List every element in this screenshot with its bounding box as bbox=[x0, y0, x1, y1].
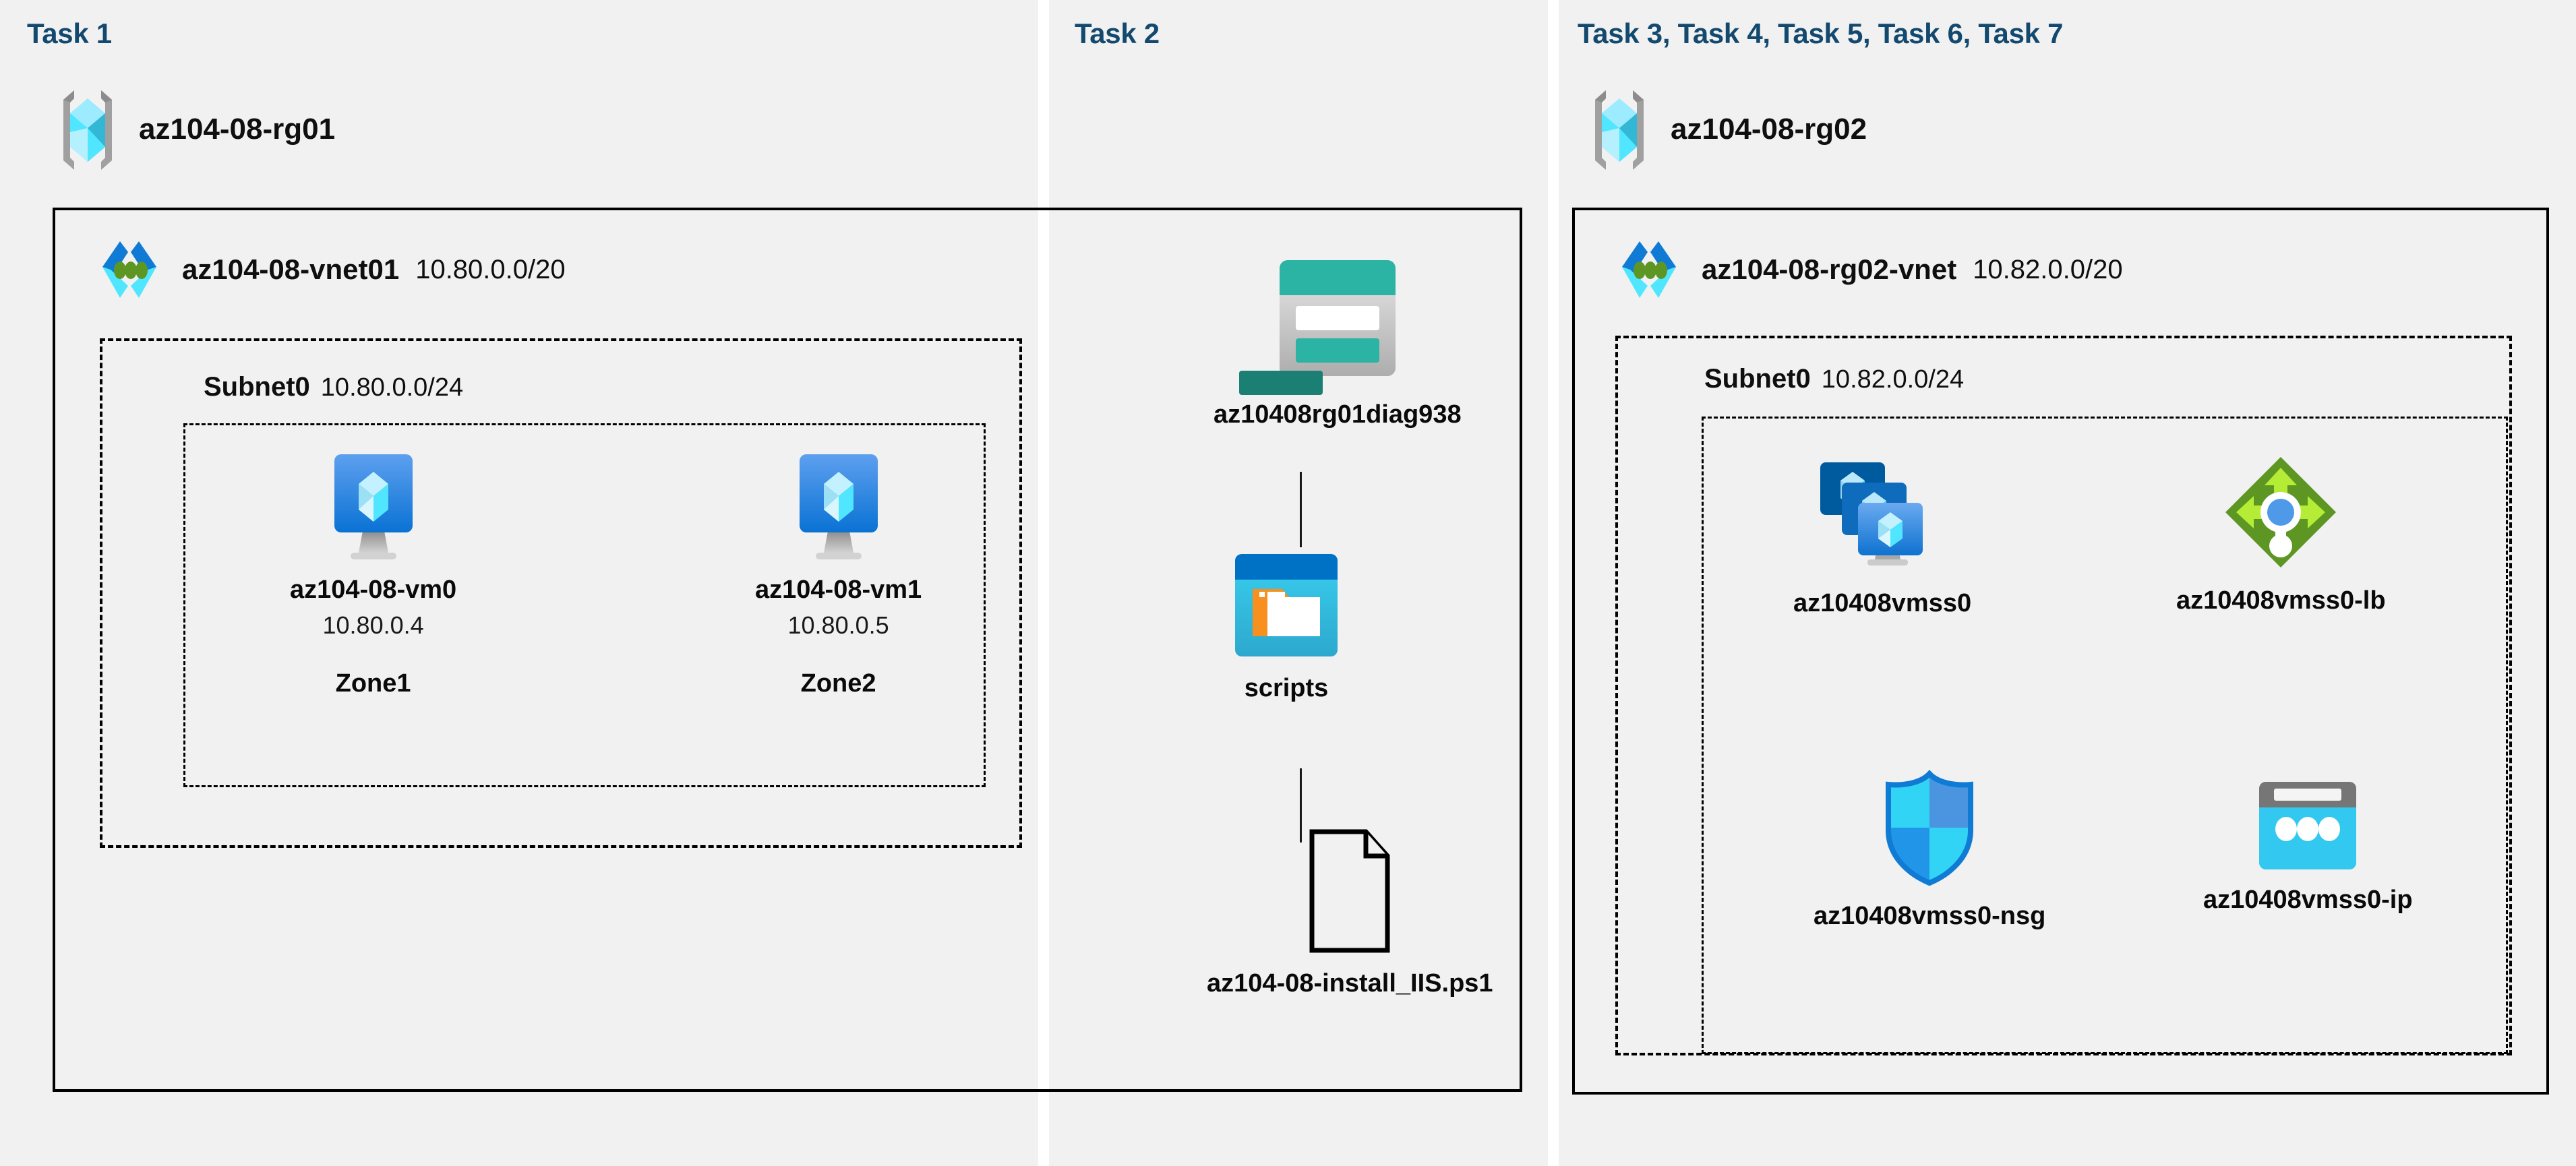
storage-dark-bar bbox=[1239, 371, 1323, 395]
public-ip-address-name: az10408vmss0-ip bbox=[2203, 886, 2413, 914]
resource-group-icon bbox=[54, 86, 121, 173]
vnet01-name: az104-08-vnet01 bbox=[182, 253, 400, 285]
subnet02-name: Subnet0 bbox=[1704, 364, 1811, 394]
vm0-zone: Zone1 bbox=[335, 669, 411, 698]
virtual-machine-icon bbox=[786, 452, 891, 561]
vm0-node: az104-08-vm0 10.80.0.4 Zone1 bbox=[290, 452, 456, 698]
vnet02-name: az104-08-rg02-vnet bbox=[1702, 253, 1957, 285]
vm0-ip: 10.80.0.4 bbox=[322, 611, 424, 639]
vm1-node: az104-08-vm1 10.80.0.5 Zone2 bbox=[755, 452, 922, 698]
vnet01-cidr: 10.80.0.0/20 bbox=[415, 254, 566, 284]
task3-heading: Task 3, Task 4, Task 5, Task 6, Task 7 bbox=[1578, 18, 2064, 49]
subnet01-boundary bbox=[100, 338, 1022, 848]
load-balancer-name: az10408vmss0-lb bbox=[2176, 586, 2386, 615]
resource-group-rg02: az104-08-rg02 bbox=[1586, 86, 1867, 173]
task1-heading: Task 1 bbox=[27, 18, 112, 49]
subnet01-header: Subnet0 10.80.0.0/24 bbox=[204, 372, 463, 402]
script-file-name: az104-08-install_IIS.ps1 bbox=[1207, 969, 1493, 998]
subnet02-header: Subnet0 10.82.0.0/24 bbox=[1704, 364, 1964, 394]
vm0-name: az104-08-vm0 bbox=[290, 576, 457, 604]
load-balancer-icon bbox=[2221, 453, 2340, 572]
subnet01-cidr: 10.80.0.0/24 bbox=[320, 373, 464, 402]
subnet02-cidr: 10.82.0.0/24 bbox=[1821, 365, 1965, 394]
virtual-machine-icon bbox=[321, 452, 426, 561]
network-security-group-node: az10408vmss0-nsg bbox=[1814, 768, 2045, 931]
task2-heading: Task 2 bbox=[1075, 18, 1160, 49]
subnet02-inner-boundary bbox=[1702, 417, 2508, 1054]
blob-container-node: scripts bbox=[1232, 551, 1340, 703]
vm-scale-set-name: az10408vmss0 bbox=[1793, 589, 1972, 617]
subnet01-name: Subnet0 bbox=[204, 372, 310, 402]
vm-scale-set-node: az10408vmss0 bbox=[1793, 453, 1971, 618]
public-ip-address-icon bbox=[2256, 780, 2359, 871]
vnet-icon bbox=[1613, 237, 1685, 302]
task1-panel bbox=[0, 0, 1038, 1166]
vm1-name: az104-08-vm1 bbox=[755, 576, 922, 604]
vnet01-boundary bbox=[53, 208, 1522, 1092]
storage-account-name: az10408rg01diag938 bbox=[1214, 400, 1462, 429]
task3-panel bbox=[1559, 0, 2576, 1166]
subnet02-boundary bbox=[1615, 336, 2512, 1055]
vnet-icon bbox=[93, 237, 166, 302]
resource-group-rg01-label: az104-08-rg01 bbox=[139, 113, 336, 146]
load-balancer-node: az10408vmss0-lb bbox=[2176, 453, 2386, 615]
vnet02-header: az104-08-rg02-vnet 10.82.0.0/20 bbox=[1613, 237, 2123, 302]
resource-group-icon bbox=[1586, 86, 1653, 173]
storage-to-container-connector bbox=[1300, 472, 1302, 547]
script-file-node: az104-08-install_IIS.ps1 bbox=[1207, 828, 1493, 998]
storage-account-icon bbox=[1270, 251, 1405, 386]
zone-boundary bbox=[183, 423, 986, 787]
public-ip-address-node: az10408vmss0-ip bbox=[2203, 780, 2413, 915]
vm1-ip: 10.80.0.5 bbox=[787, 611, 889, 639]
storage-account-node: az10408rg01diag938 bbox=[1214, 251, 1462, 429]
container-to-file-connector bbox=[1300, 768, 1302, 842]
vm-scale-set-icon bbox=[1816, 453, 1948, 574]
blob-container-name: scripts bbox=[1244, 674, 1329, 702]
resource-group-rg01: az104-08-rg01 bbox=[54, 86, 335, 173]
network-security-group-icon bbox=[1879, 768, 1980, 887]
blob-container-icon bbox=[1232, 551, 1340, 659]
file-icon bbox=[1296, 828, 1404, 954]
vnet01-header: az104-08-vnet01 10.80.0.0/20 bbox=[93, 237, 566, 302]
vm1-zone: Zone2 bbox=[800, 669, 876, 698]
vnet02-boundary bbox=[1572, 208, 2549, 1095]
resource-group-rg02-label: az104-08-rg02 bbox=[1671, 113, 1867, 146]
vnet02-cidr: 10.82.0.0/20 bbox=[1973, 254, 2123, 284]
network-security-group-name: az10408vmss0-nsg bbox=[1814, 902, 2046, 930]
